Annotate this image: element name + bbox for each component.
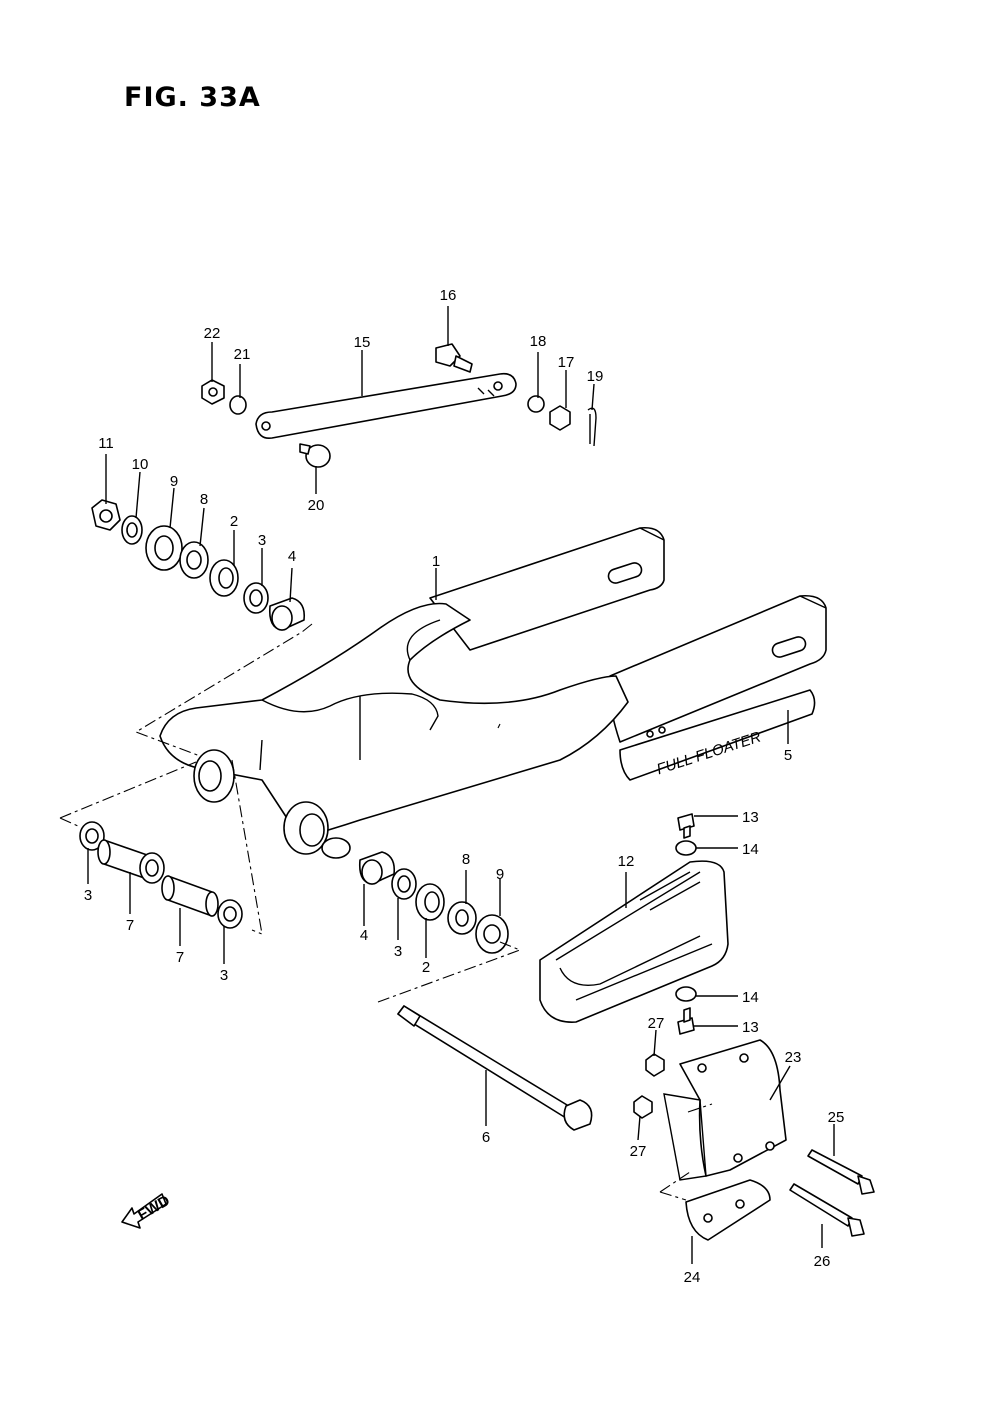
callout-3a: 3 (84, 887, 92, 904)
callout-4b: 4 (360, 927, 368, 944)
fwd-arrow: FWD (121, 1192, 173, 1229)
callout-7a: 7 (126, 917, 134, 934)
callout-26: 26 (814, 1253, 831, 1270)
callout-12: 12 (618, 853, 635, 870)
bolt-13a (677, 813, 695, 839)
cotter-pin-19 (587, 407, 597, 447)
callout-2: 2 (230, 513, 238, 530)
left-bearing-stack (91, 499, 306, 631)
washer-14b (675, 986, 697, 1002)
callout-2b: 2 (422, 959, 430, 976)
callout-1: 1 (432, 553, 440, 570)
callout-18: 18 (530, 333, 547, 350)
bearing-4b (358, 851, 396, 885)
callout-16: 16 (440, 287, 457, 304)
callout-numbers: 1 2 3 4 8 9 10 11 5 6 3 7 7 3 4 3 2 8 9 … (84, 287, 845, 1286)
lower-right-stack (358, 851, 509, 954)
callout-7b: 7 (176, 949, 184, 966)
pivot-shaft-6 (397, 1005, 593, 1131)
bolt-20 (299, 443, 331, 468)
bolt-26 (789, 1183, 865, 1237)
swingarm: FULL FLOATER (159, 526, 827, 859)
callout-8b: 8 (462, 851, 470, 868)
callout-21: 21 (234, 346, 251, 363)
callout-27b: 27 (630, 1143, 647, 1160)
chain-guide-23 (663, 1039, 787, 1181)
callout-15: 15 (354, 334, 371, 351)
callout-23: 23 (785, 1049, 802, 1066)
bolt-13b (677, 1007, 695, 1035)
callout-13b: 13 (742, 1019, 759, 1036)
nut-11 (91, 499, 121, 531)
chain-buffer-12 (539, 860, 729, 1023)
callout-9b: 9 (496, 866, 504, 883)
chain-guide-pad-24 (685, 1179, 771, 1241)
lower-left-collars (79, 821, 243, 929)
assembly-lines (59, 623, 713, 1201)
nut-27b (633, 1095, 653, 1119)
fwd-label: FWD (135, 1192, 173, 1224)
nut-22 (201, 379, 225, 405)
callout-27a: 27 (648, 1015, 665, 1032)
bolt-16 (435, 343, 473, 373)
washer-21 (229, 395, 247, 415)
callout-leaders (87, 306, 835, 1264)
bearing-4 (268, 597, 306, 631)
nut-17 (549, 405, 571, 431)
callout-9: 9 (170, 473, 178, 490)
callout-4: 4 (288, 548, 296, 565)
collar-7b (167, 875, 213, 917)
callout-24: 24 (684, 1269, 701, 1286)
callout-22: 22 (204, 325, 221, 342)
callout-14b: 14 (742, 989, 759, 1006)
callout-25: 25 (828, 1109, 845, 1126)
callout-14a: 14 (742, 841, 759, 858)
callout-13a: 13 (742, 809, 759, 826)
callout-3: 3 (258, 532, 266, 549)
callout-11: 11 (98, 435, 114, 452)
callout-19: 19 (587, 368, 604, 385)
bolt-25 (807, 1149, 875, 1195)
nut-27a (645, 1053, 665, 1077)
washer-14a (675, 840, 697, 856)
figure-title: FIG. 33A (124, 82, 261, 113)
callout-8: 8 (200, 491, 208, 508)
callout-6: 6 (482, 1129, 490, 1146)
callout-3c: 3 (394, 943, 402, 960)
callout-20: 20 (308, 497, 325, 514)
callout-17: 17 (558, 354, 575, 371)
washer-18 (527, 395, 545, 413)
emblem-5 (619, 689, 816, 781)
torque-link (255, 372, 517, 440)
callout-5: 5 (784, 747, 792, 764)
callout-3b: 3 (220, 967, 228, 984)
callout-10: 10 (132, 456, 149, 473)
